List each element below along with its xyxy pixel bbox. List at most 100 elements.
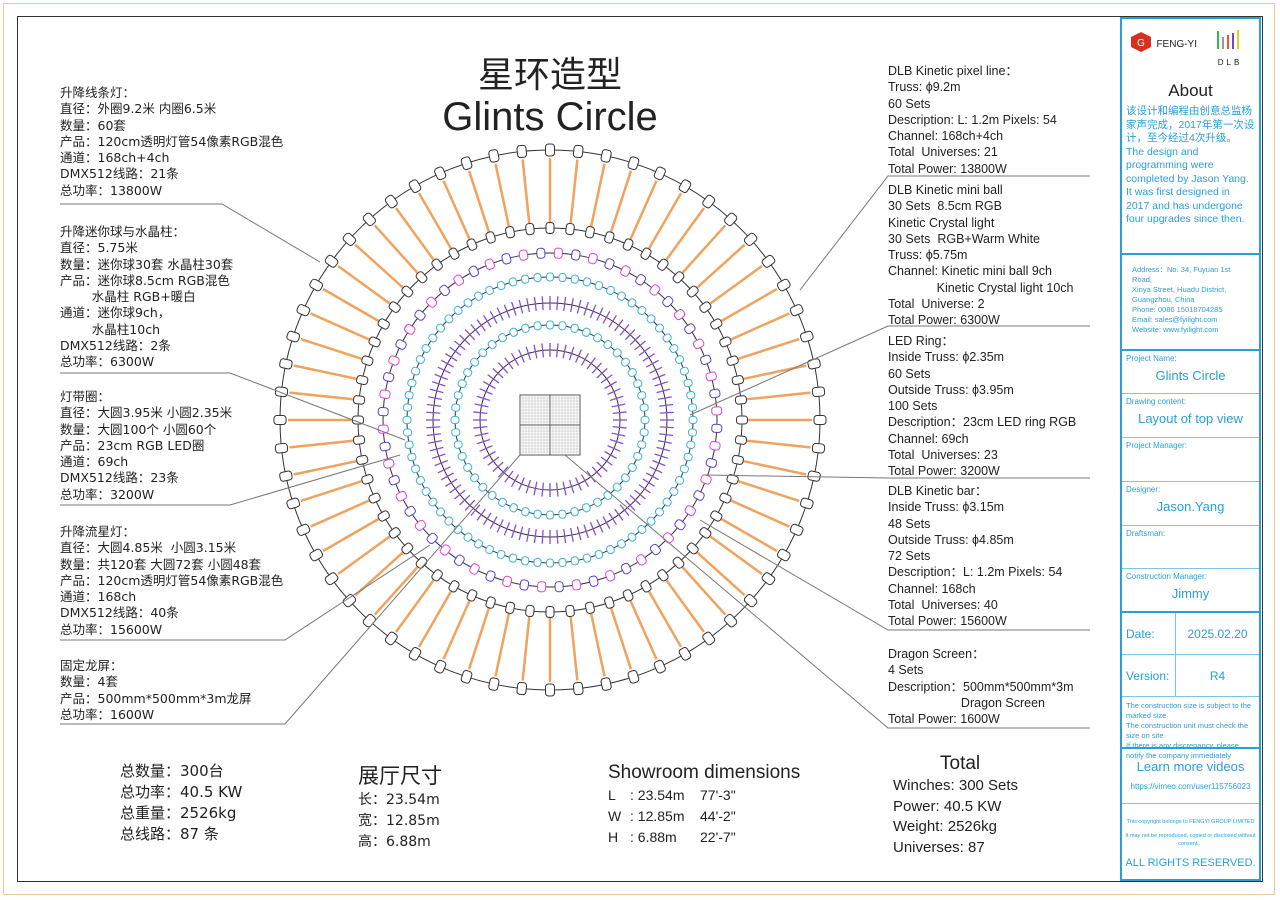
kinetic-bar-outer [683, 378, 693, 388]
winch-fixture [516, 681, 528, 696]
winch-fixture [731, 454, 744, 465]
crystal-light [501, 253, 512, 265]
kinetic-bar-inner [633, 379, 643, 388]
kinetic-bar-outer [428, 333, 438, 343]
kinetic-bar-outer [687, 403, 697, 412]
kinetic-bar-inner [451, 403, 461, 412]
kinetic-bar-inner [487, 340, 497, 350]
draftsman-cell: Draftsman: [1122, 526, 1259, 569]
spec-line: 产品：迷你球8.5cm RGB混色 [60, 272, 230, 288]
led-ring-inner [533, 481, 538, 496]
led-ring-outer [624, 329, 636, 341]
spec-line: 总功率：1600W [60, 706, 155, 722]
mini-ball [502, 575, 513, 588]
winch-fixture [431, 569, 443, 582]
kinetic-bar-outer [444, 516, 454, 526]
led-ring-inner [596, 461, 608, 473]
spec-line: 总功率：6300W [60, 354, 155, 370]
copyright-line: This copyright belongs to FENGYI GROUP L… [1126, 819, 1255, 825]
dim-imperial: 44'-2" [700, 808, 736, 824]
mini-ball [571, 579, 582, 591]
mini-ball [404, 323, 416, 335]
kinetic-pixel-line [696, 243, 746, 289]
winch-fixture [627, 669, 640, 684]
led-ring-inner [504, 357, 514, 370]
total-line: Universes: 87 [893, 838, 985, 856]
version-value: R4 [1209, 669, 1226, 683]
led-ring-inner [611, 403, 626, 408]
winch-fixture [731, 375, 744, 386]
kinetic-pixel-line [709, 264, 763, 305]
winch-fixture [545, 143, 555, 157]
winch-fixture [678, 646, 692, 661]
kinetic-pixel-line [746, 391, 811, 401]
winch-fixture [408, 179, 422, 194]
kinetic-bar-outer [687, 428, 697, 437]
spec-line: Inside Truss: ϕ3.15m [888, 500, 1005, 515]
showroom-heading: Showroom dimensions [608, 762, 801, 783]
address-cell: Address：No. 34, Fuyuan 1st Road, Xinya S… [1122, 255, 1259, 351]
spec-line: DMX512线路：2条 [60, 338, 171, 354]
winch-fixture [789, 523, 804, 536]
kinetic-bar-inner [457, 452, 467, 461]
led-ring-outer [659, 411, 674, 414]
spec-line: Total Universes: 40 [888, 598, 998, 613]
kinetic-bar-outer [407, 452, 417, 462]
led-ring-outer [483, 512, 492, 526]
led-ring-outer [526, 527, 531, 542]
winch-fixture [776, 548, 791, 562]
led-ring-inner [609, 438, 624, 445]
led-ring-outer [589, 304, 597, 318]
winch-fixture [710, 510, 723, 522]
kinetic-bar-inner [533, 321, 542, 331]
videos-link[interactable]: https://vimeo.com/user115756023 [1130, 782, 1251, 791]
kinetic-bar-outer [403, 403, 413, 412]
led-ring-outer [638, 484, 651, 494]
winch-fixture [342, 232, 357, 246]
kinetic-bar-inner [627, 368, 637, 377]
kinetic-pixel-line [681, 224, 727, 274]
spec-line: Total Power: 6300W [888, 313, 1000, 328]
spec-line: Channel: Kinetic mini ball 9ch [888, 264, 1052, 279]
kinetic-bar-inner [593, 333, 602, 343]
mini-ball [620, 265, 631, 277]
spec-line: Total Universes: 21 [888, 145, 998, 160]
kinetic-pixel-line [730, 499, 790, 528]
spec-line: DMX512线路：23条 [60, 470, 179, 486]
mini-ball [684, 505, 696, 517]
led-ring-outer [518, 526, 524, 541]
project-name-cell: Project Name:Glints Circle [1122, 351, 1259, 394]
spec-line: 数量：4套 [60, 674, 118, 690]
led-ring-inner [600, 456, 613, 466]
winch-fixture [324, 254, 339, 268]
led-ring-outer [518, 299, 524, 314]
led-ring-outer [449, 346, 462, 356]
spec-line: 60 Sets [888, 366, 931, 381]
spec-line: Outside Truss: ϕ3.95m [888, 382, 1014, 397]
mini-ball [395, 490, 408, 502]
kinetic-bar-inner [603, 340, 613, 350]
spec-line: 产品：120cm透明灯管54像素RGB混色 [60, 133, 284, 149]
winch-fixture [640, 580, 652, 593]
kinetic-bar-outer [404, 391, 414, 400]
kinetic-bar-outer [654, 507, 665, 517]
kinetic-bar-outer [421, 344, 431, 353]
winch-fixture [672, 556, 685, 569]
winch-fixture [622, 589, 634, 602]
kinetic-pixel-line [696, 551, 746, 597]
led-ring-outer [576, 526, 582, 541]
led-ring-outer [437, 366, 451, 374]
crystal-light [570, 249, 581, 261]
led-ring-inner [596, 367, 608, 379]
construction-manager-cell: Construction Manager:Jimmy [1122, 569, 1259, 613]
winch-fixture [296, 523, 311, 536]
kinetic-pixel-line [337, 264, 391, 305]
winch-fixture [736, 415, 748, 425]
kinetic-bar-outer [627, 532, 637, 542]
winch-fixture [584, 601, 595, 614]
winch-fixture [274, 386, 289, 398]
kinetic-pixel-line [373, 566, 419, 616]
kinetic-bar-outer [415, 355, 426, 364]
led-ring-inner [533, 344, 538, 359]
